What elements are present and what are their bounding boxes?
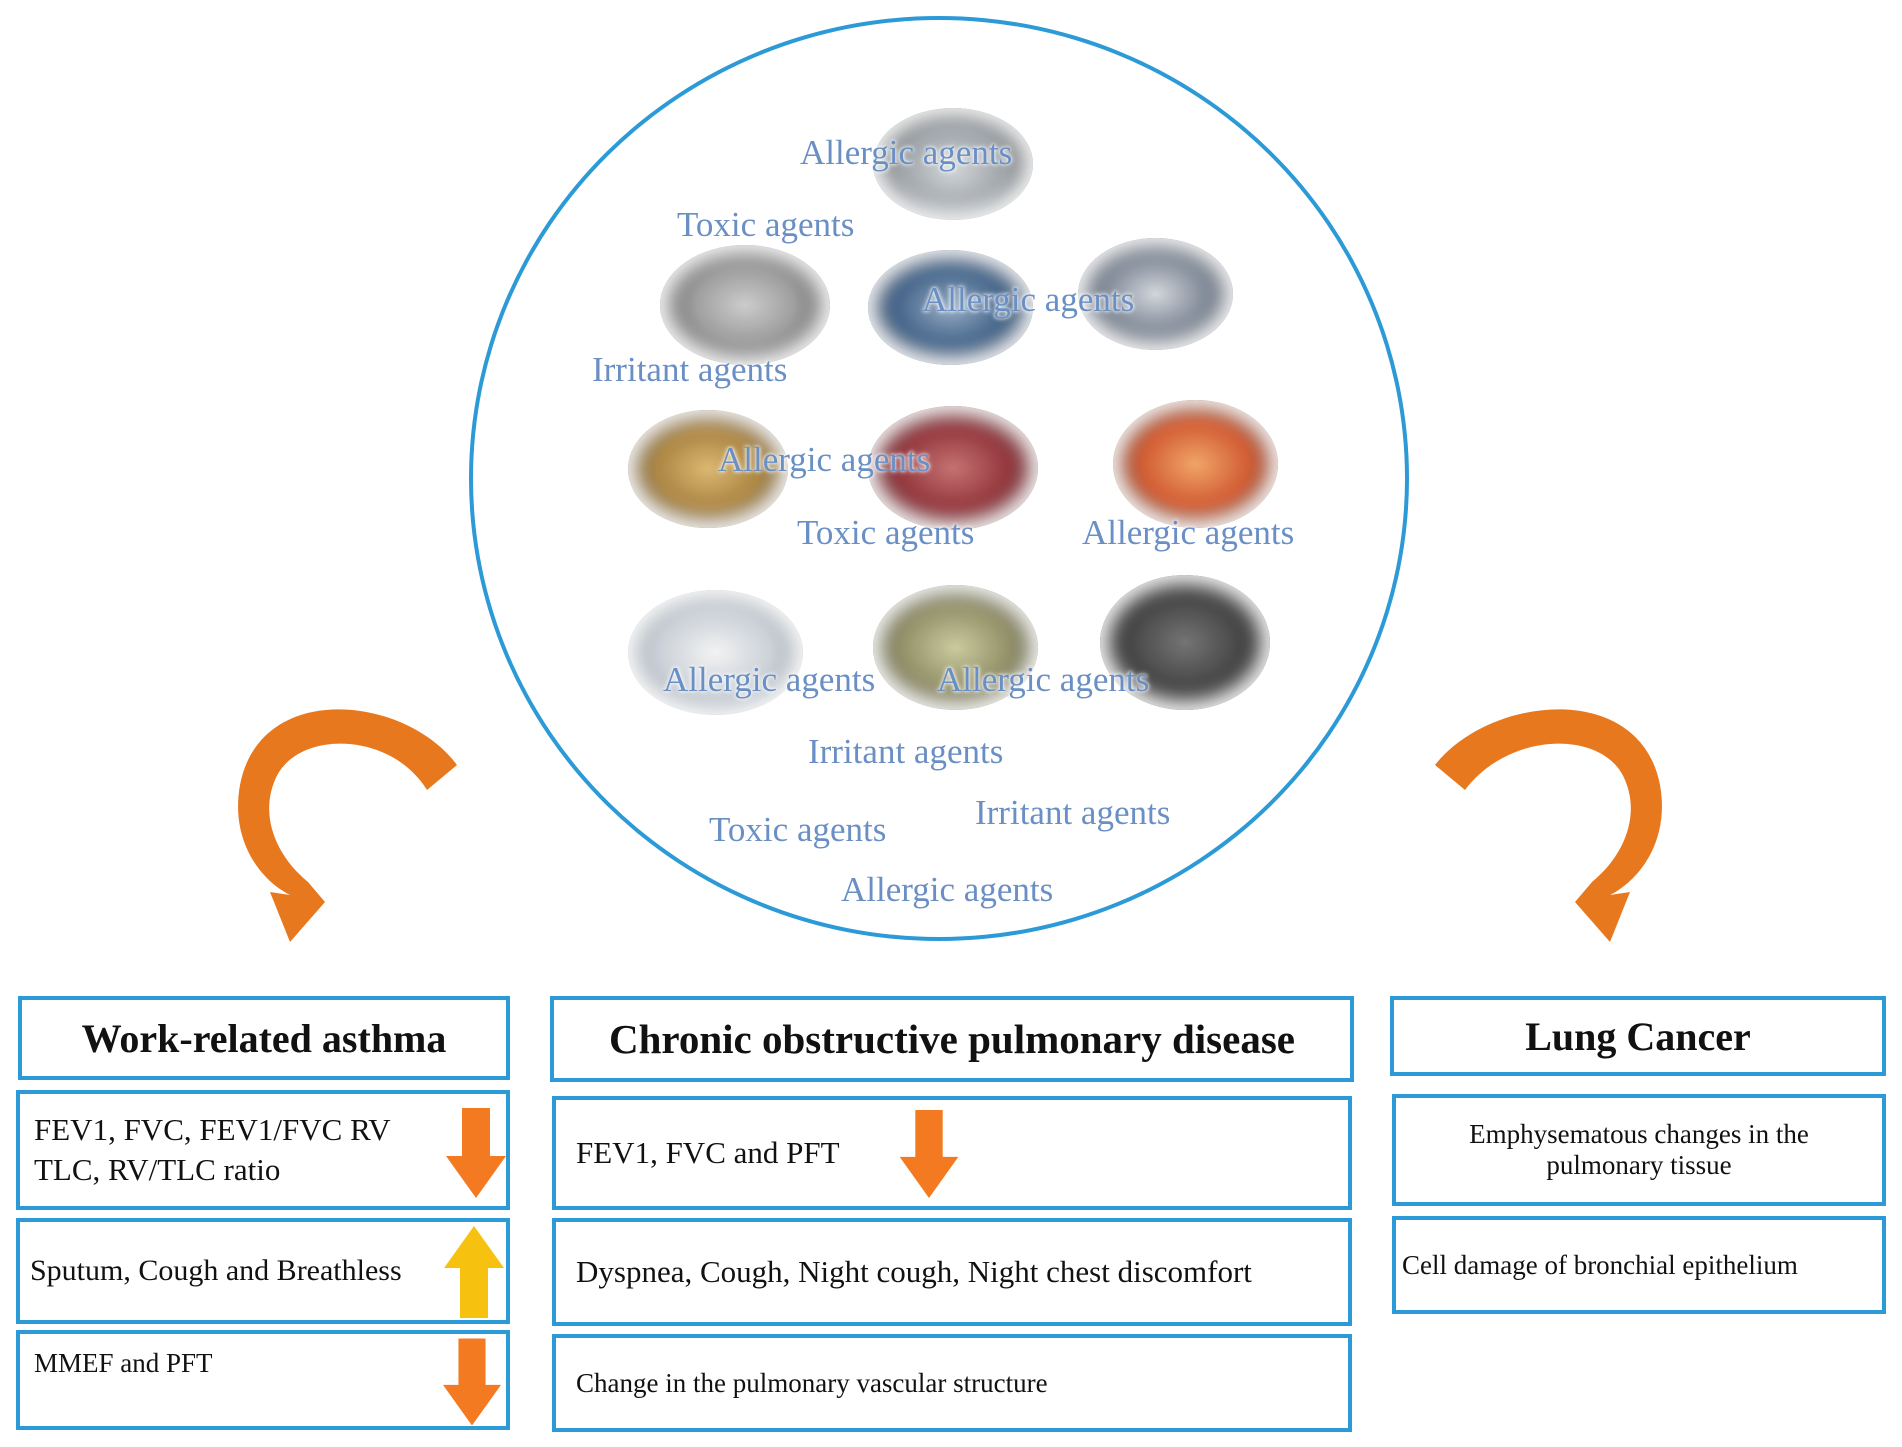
copd-title-box: Chronic obstructive pulmonary disease	[550, 996, 1354, 1082]
photo-hairdresser	[1078, 238, 1233, 350]
agent-label: Allergic agents	[937, 660, 1150, 699]
asthma-row3-text: MMEF and PFT	[34, 1348, 213, 1378]
curved-arrow-left	[238, 709, 457, 942]
agent-label: Allergic agents	[922, 280, 1135, 319]
copd-row-symptoms: Dyspnea, Cough, Night cough, Night chest…	[552, 1218, 1352, 1326]
cancer-title: Lung Cancer	[1525, 1013, 1751, 1059]
photo-pharmacy	[628, 590, 803, 715]
agent-label: Allergic agents	[718, 440, 931, 479]
cancer-row2-text: Cell damage of bronchial epithelium	[1402, 1249, 1798, 1280]
decrease-arrow-icon	[446, 1108, 506, 1198]
copd-row2-text: Dyspnea, Cough, Night cough, Night chest…	[576, 1254, 1252, 1289]
asthma-row-lung-function: FEV1, FVC, FEV1/FVC RV TLC, RV/TLC ratio	[16, 1090, 510, 1210]
photo-bulldozer	[628, 410, 788, 528]
photo-factory-machine	[660, 245, 830, 365]
copd-row1-text: FEV1, FVC and PFT	[576, 1135, 840, 1170]
agent-label: Allergic agents	[800, 133, 1013, 172]
agent-label: Toxic agents	[677, 205, 855, 244]
agent-label: Irritant agents	[975, 793, 1171, 832]
cancer-row-cell-damage: Cell damage of bronchial epithelium	[1392, 1216, 1886, 1314]
photo-lab-workers	[868, 250, 1033, 365]
agent-label: Allergic agents	[663, 660, 876, 699]
decrease-arrow-icon	[899, 1110, 959, 1198]
agent-label: Irritant agents	[808, 732, 1004, 771]
asthma-row2-text: Sputum, Cough and Breathless	[30, 1254, 402, 1287]
photo-firefighter	[1113, 400, 1278, 528]
agent-label: Allergic agents	[1082, 513, 1295, 552]
copd-row3-text: Change in the pulmonary vascular structu…	[576, 1367, 1048, 1398]
decrease-arrow-icon	[443, 1338, 501, 1426]
agent-label: Toxic agents	[709, 810, 887, 849]
cancer-row1-line2: pulmonary tissue	[1546, 1150, 1732, 1180]
agent-label: Allergic agents	[841, 870, 1054, 909]
asthma-row-symptoms: Sputum, Cough and Breathless	[16, 1218, 510, 1324]
photo-meat-processing	[868, 406, 1038, 530]
agent-label: Toxic agents	[797, 513, 975, 552]
agent-label: Irritant agents	[592, 350, 788, 389]
photo-powder-hands	[873, 108, 1033, 220]
copd-row-vascular: Change in the pulmonary vascular structu…	[552, 1334, 1352, 1432]
asthma-row1-line2: TLC, RV/TLC ratio	[34, 1152, 281, 1187]
photo-medical-staff	[873, 585, 1038, 710]
asthma-row-mmef: MMEF and PFT	[16, 1330, 510, 1430]
photo-mine-worker	[1100, 575, 1270, 710]
cancer-row-emphysema: Emphysematous changes in the pulmonary t…	[1392, 1094, 1886, 1206]
increase-arrow-icon	[444, 1226, 504, 1318]
curved-arrow-right	[1435, 709, 1662, 942]
cancer-title-box: Lung Cancer	[1390, 996, 1886, 1076]
copd-row-lung-function: FEV1, FVC and PFT	[552, 1096, 1352, 1210]
asthma-title: Work-related asthma	[81, 1015, 447, 1061]
cancer-row1-line1: Emphysematous changes in the	[1469, 1119, 1809, 1149]
copd-title: Chronic obstructive pulmonary disease	[608, 1016, 1295, 1062]
asthma-row1-line1: FEV1, FVC, FEV1/FVC RV	[34, 1112, 391, 1147]
asthma-title-box: Work-related asthma	[18, 996, 510, 1080]
